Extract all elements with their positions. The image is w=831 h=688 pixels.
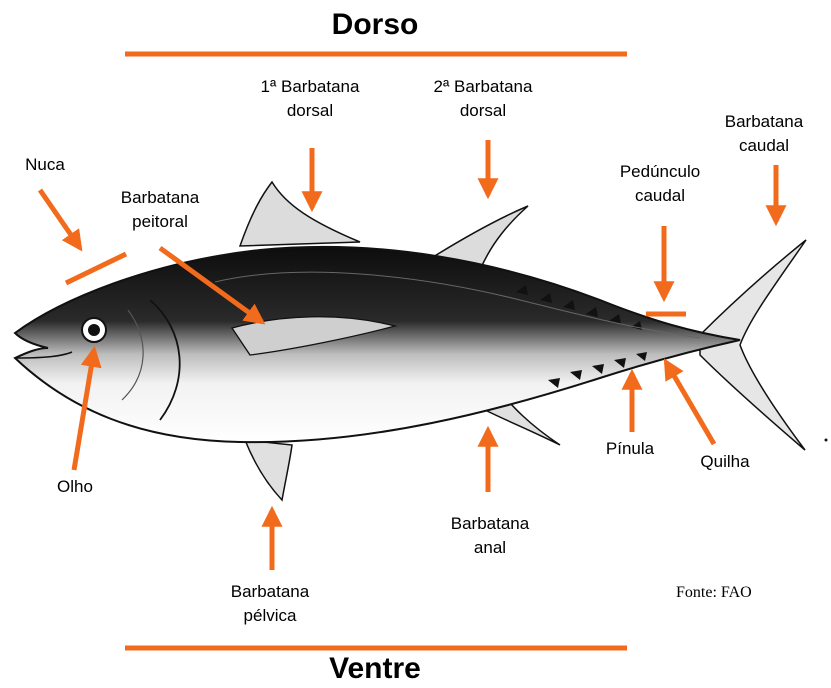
label-dorsal2: 2ª Barbatana dorsal <box>408 75 558 123</box>
nuca-arrow <box>40 190 80 248</box>
label-peitoral: Barbatana peitoral <box>100 186 220 234</box>
label-dorsal1: 1ª Barbatana dorsal <box>235 75 385 123</box>
label-caudal-line2: caudal <box>705 134 823 158</box>
quilha-arrow <box>666 362 714 444</box>
first-dorsal-fin <box>240 182 360 246</box>
title-ventre: Ventre <box>300 652 450 686</box>
label-anal: Barbatana anal <box>420 512 560 560</box>
pupil <box>88 324 100 336</box>
label-pelvica-line2: pélvica <box>200 604 340 628</box>
label-pinula: Pínula <box>590 437 670 461</box>
label-anal-line1: Barbatana <box>420 512 560 536</box>
label-pelvica-line1: Barbatana <box>200 580 340 604</box>
label-peitoral-line1: Barbatana <box>100 186 220 210</box>
label-olho: Olho <box>40 475 110 499</box>
speck <box>825 439 828 442</box>
label-anal-line2: anal <box>420 536 560 560</box>
label-dorsal1-line1: 1ª Barbatana <box>235 75 385 99</box>
pelvic-fin <box>245 440 292 500</box>
source-credit: Fonte: FAO <box>676 584 752 602</box>
label-dorsal2-line1: 2ª Barbatana <box>408 75 558 99</box>
label-pedunculo-line2: caudal <box>600 184 720 208</box>
label-peitoral-line2: peitoral <box>100 210 220 234</box>
label-quilha: Quilha <box>680 450 770 474</box>
label-caudal: Barbatana caudal <box>705 110 823 158</box>
label-nuca: Nuca <box>10 153 80 177</box>
label-caudal-line1: Barbatana <box>705 110 823 134</box>
label-dorsal1-line2: dorsal <box>235 99 385 123</box>
title-dorso: Dorso <box>315 8 435 42</box>
label-pedunculo: Pedúnculo caudal <box>600 160 720 208</box>
label-dorsal2-line2: dorsal <box>408 99 558 123</box>
label-pelvica: Barbatana pélvica <box>200 580 340 628</box>
label-pedunculo-line1: Pedúnculo <box>600 160 720 184</box>
nuca-bar <box>66 254 126 283</box>
